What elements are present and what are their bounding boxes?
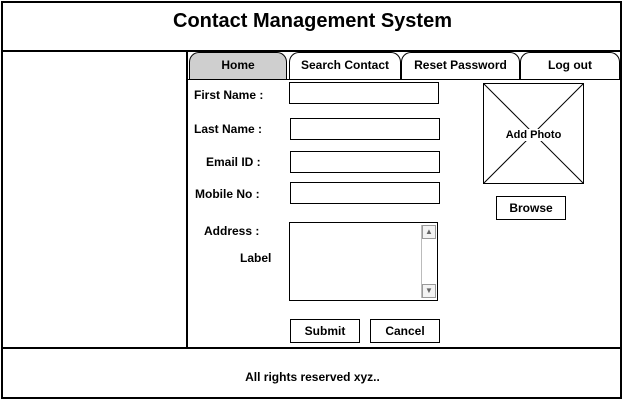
first-name-label: First Name :: [194, 88, 264, 102]
tab-home[interactable]: Home: [189, 52, 287, 80]
add-photo-label: Add Photo: [483, 129, 584, 141]
email-field[interactable]: [290, 151, 440, 173]
tab-reset-password[interactable]: Reset Password: [401, 52, 520, 80]
address-label: Address :: [204, 224, 260, 238]
submit-button[interactable]: Submit: [290, 319, 360, 343]
tab-baseline: [188, 79, 621, 80]
mobile-field[interactable]: [290, 182, 440, 204]
cancel-button[interactable]: Cancel: [370, 319, 440, 343]
sidebar-divider: [186, 51, 188, 348]
scroll-down-icon[interactable]: ▼: [422, 284, 436, 298]
sidebar: [3, 52, 186, 347]
scroll-up-icon[interactable]: ▲: [422, 225, 436, 239]
address-textarea[interactable]: ▲ ▼: [289, 222, 438, 301]
email-label: Email ID :: [206, 155, 261, 169]
browse-button[interactable]: Browse: [496, 196, 566, 220]
address-sublabel: Label: [240, 251, 272, 265]
last-name-label: Last Name :: [194, 122, 263, 136]
header-divider: [1, 50, 622, 52]
page-title: Contact Management System: [173, 10, 452, 32]
add-photo-text: Add Photo: [503, 129, 564, 141]
footer-divider: [1, 347, 622, 349]
mobile-label: Mobile No :: [195, 187, 260, 201]
textarea-scrollbar[interactable]: ▲ ▼: [421, 225, 436, 298]
last-name-field[interactable]: [290, 118, 440, 140]
tab-search-contact[interactable]: Search Contact: [289, 52, 401, 80]
first-name-field[interactable]: [289, 82, 439, 104]
footer-text: All rights reserved xyz..: [245, 370, 380, 384]
tab-log-out[interactable]: Log out: [520, 52, 620, 80]
